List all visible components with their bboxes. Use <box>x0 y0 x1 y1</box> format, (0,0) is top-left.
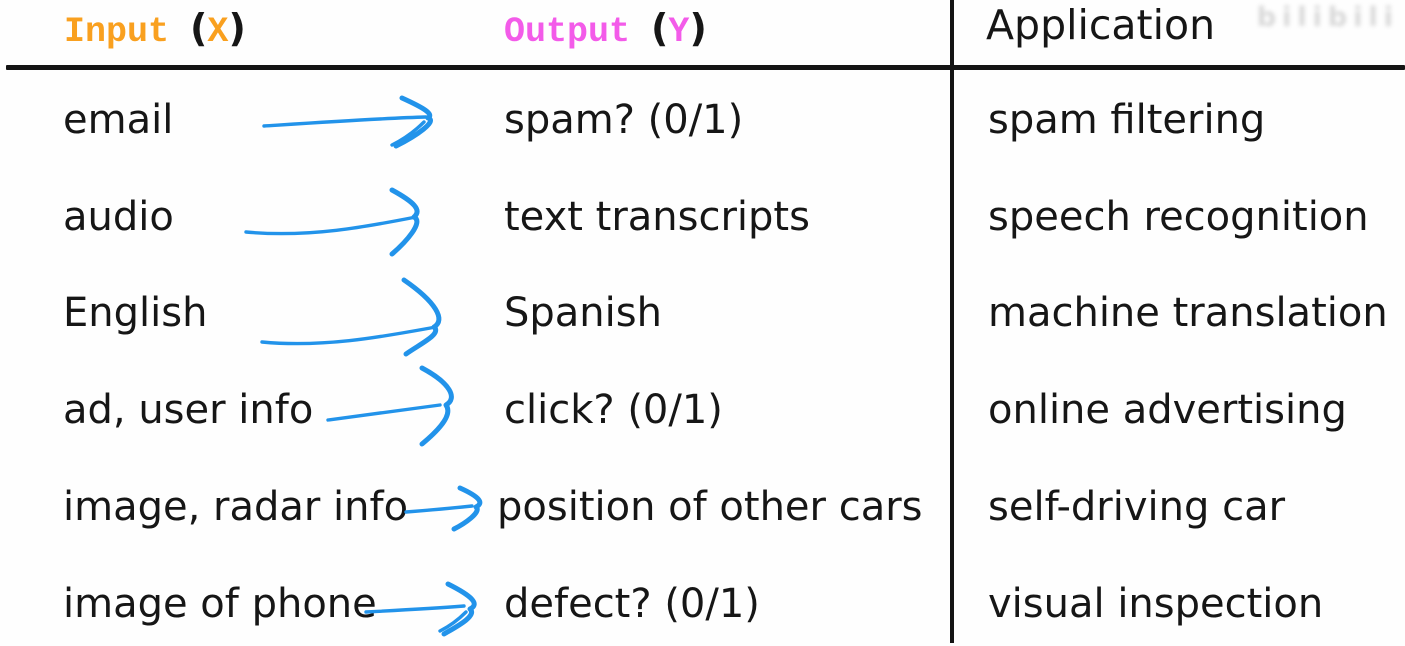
arrow-icon <box>262 95 433 149</box>
arrow-icon <box>260 277 442 357</box>
application-cell: online advertising <box>988 387 1347 433</box>
output-cell: text transcripts <box>504 194 810 240</box>
output-cell: Spanish <box>504 290 662 336</box>
watermark: bilibili <box>1256 2 1399 33</box>
input-cell: audio <box>63 194 174 240</box>
output-cell: spam? (0/1) <box>504 97 744 143</box>
application-cell: visual inspection <box>988 581 1324 627</box>
application-cell: spam filtering <box>988 97 1266 143</box>
input-cell: English <box>63 290 208 336</box>
arrow-icon <box>404 485 483 532</box>
header-output: Output (Y) <box>504 9 707 50</box>
column-divider <box>950 0 954 643</box>
header-output-variable: Y <box>668 12 690 52</box>
header-input-close-paren: ) <box>228 6 246 50</box>
header-application: Application <box>986 1 1216 49</box>
header-output-close-paren: ) <box>689 6 707 50</box>
output-cell: defect? (0/1) <box>504 581 760 627</box>
arrow-icon <box>326 365 454 447</box>
application-cell: self-driving car <box>988 484 1286 530</box>
header-rule <box>6 65 1405 70</box>
header-output-open-paren: ( <box>651 6 669 50</box>
header-output-word: Output <box>504 12 631 52</box>
input-cell: image, radar info <box>63 484 409 530</box>
header-input-variable: X <box>207 12 229 52</box>
header-input-open-paren: ( <box>190 6 208 50</box>
application-cell: machine translation <box>988 290 1388 336</box>
output-cell: click? (0/1) <box>504 387 723 433</box>
arrow-icon <box>244 187 420 257</box>
arrow-icon <box>364 581 477 637</box>
header-input: Input (X) <box>64 9 246 50</box>
output-cell: position of other cars <box>497 484 923 530</box>
input-cell: email <box>63 97 174 143</box>
input-cell: image of phone <box>63 581 377 627</box>
input-cell: ad, user info <box>63 387 314 433</box>
header-input-word: Input <box>64 12 170 52</box>
application-cell: speech recognition <box>988 194 1369 240</box>
